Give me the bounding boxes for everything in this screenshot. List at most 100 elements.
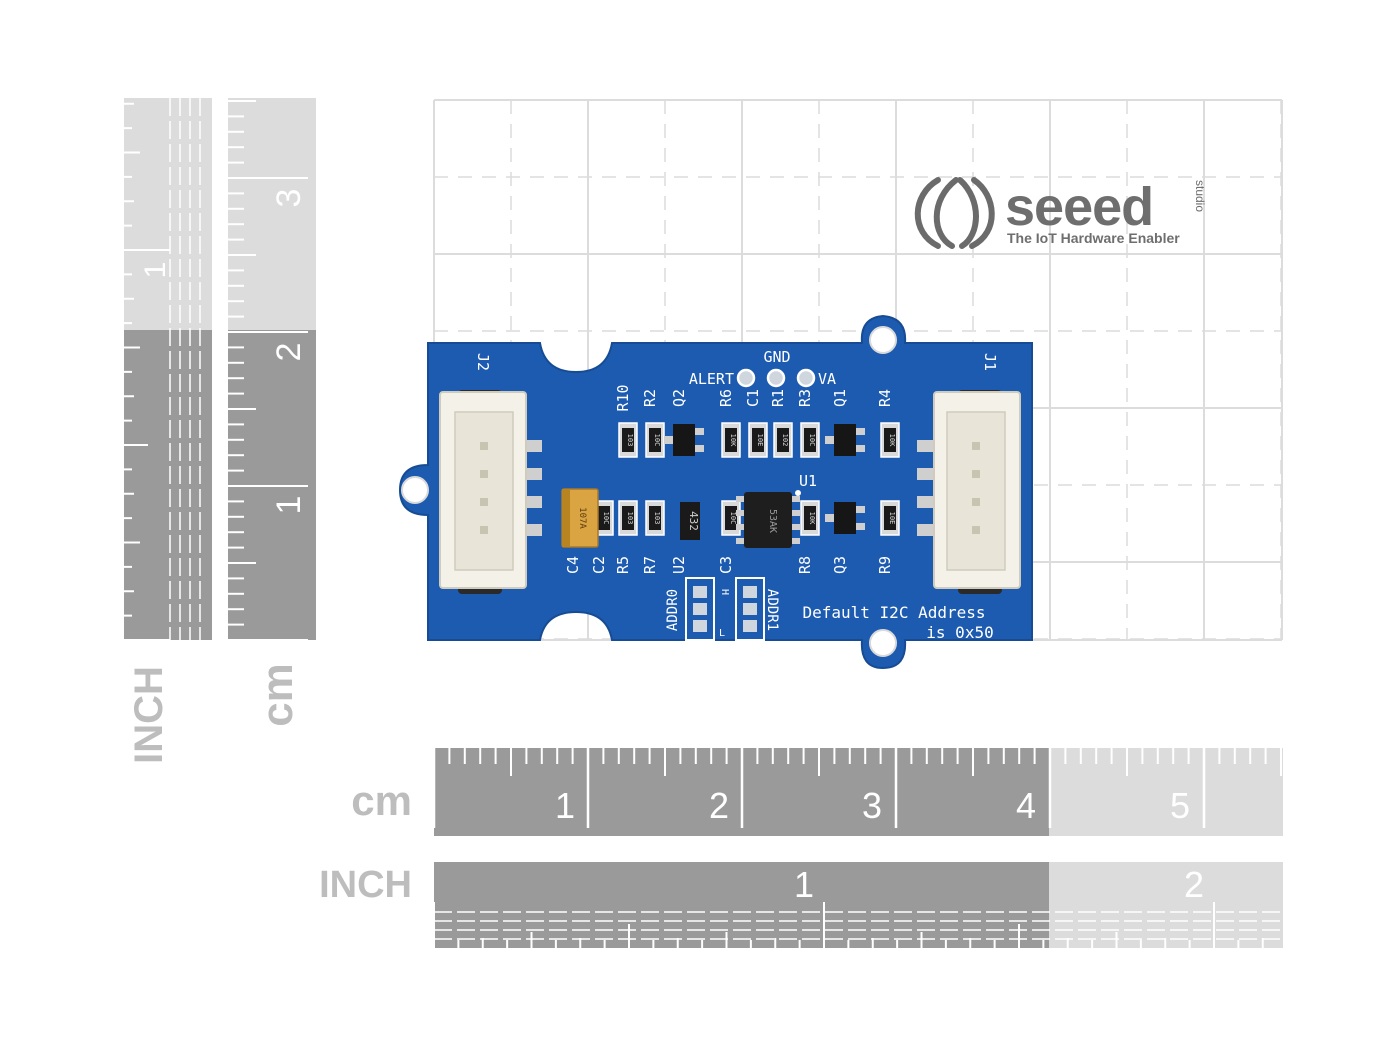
smd-core xyxy=(649,506,661,530)
smd-code: 102 xyxy=(781,434,789,447)
grove-connector-j1 xyxy=(917,390,1021,594)
transistor-pin xyxy=(695,428,704,435)
left-inch-number-1: 1 xyxy=(139,262,172,279)
chip-u2: 432 xyxy=(680,502,700,540)
pad-va xyxy=(796,368,816,388)
left-cm-number-3: 3 xyxy=(270,189,308,208)
transistor-body xyxy=(834,424,856,456)
label-addr0: ADDR0 xyxy=(665,589,681,631)
smd-core xyxy=(804,428,816,452)
smd-resistor: 10C xyxy=(645,422,665,458)
bottom-inch-label: INCH xyxy=(319,864,412,906)
transistor-pin xyxy=(825,436,834,444)
smd-resistor: 103 xyxy=(618,422,638,458)
silkscreen-label-bottom: R5 xyxy=(614,556,632,574)
label-va: VA xyxy=(818,370,836,388)
left-cm-number-2: 2 xyxy=(270,343,308,362)
smd-resistor: 10C xyxy=(721,500,741,536)
cap-code: 107A xyxy=(577,507,587,529)
jumper-addr1 xyxy=(735,577,765,641)
smd-code: 10E xyxy=(888,512,896,525)
label-alert: ALERT xyxy=(689,370,734,388)
transistor-pin xyxy=(695,445,704,452)
label-jumper-h: H xyxy=(719,589,730,595)
u2-code: 432 xyxy=(687,511,700,531)
silkscreen-label-bottom: R8 xyxy=(796,556,814,574)
transistor-body xyxy=(834,502,856,534)
seeed-emblem-icon xyxy=(914,177,995,249)
smd-transistor xyxy=(825,502,865,534)
left-cm-number-1: 1 xyxy=(270,496,308,515)
bottom-inch-ruler: 1 2 xyxy=(433,862,1283,948)
transistor-body xyxy=(673,424,695,456)
bottom-inch-number-2: 2 xyxy=(1184,864,1204,905)
smd-resistor: 10K xyxy=(721,422,741,458)
silkscreen-label-top: Q1 xyxy=(831,389,849,407)
transistor-pin xyxy=(825,514,834,522)
smd-resistor: 10C xyxy=(594,500,614,536)
mount-hole-left xyxy=(401,476,429,504)
label-u1: U1 xyxy=(799,472,817,490)
silkscreen-label-top: Q2 xyxy=(670,389,688,407)
logo-tagline: The IoT Hardware Enabler xyxy=(1007,230,1180,246)
smd-core xyxy=(598,506,610,530)
smd-core xyxy=(649,428,661,452)
smd-core xyxy=(622,428,634,452)
silkscreen-label-bottom: C2 xyxy=(590,556,608,574)
pcb-outline xyxy=(398,314,1033,670)
chip-u1: 53AK xyxy=(736,492,800,548)
smd-resistor: 10K xyxy=(800,500,820,536)
grove-connector-j2 xyxy=(439,390,542,594)
transistor-pin xyxy=(856,523,865,530)
u1-code: 53AK xyxy=(767,509,778,533)
label-addr1: ADDR1 xyxy=(764,589,780,631)
smd-transistor xyxy=(664,424,704,456)
pad-gnd xyxy=(766,368,786,388)
left-cm-label: cm xyxy=(253,663,302,727)
silkscreen-label-bottom: R7 xyxy=(641,556,659,574)
logo-name: seeed xyxy=(1005,177,1153,237)
transistor-pin xyxy=(856,428,865,435)
logo-small: studio xyxy=(1193,180,1207,212)
silkscreen-label-bottom: U2 xyxy=(670,556,688,574)
left-inch-ruler: 1 xyxy=(124,98,212,641)
bottom-cm-number-3: 3 xyxy=(862,785,882,826)
bottom-cm-number-2: 2 xyxy=(709,785,729,826)
jumper-addr0 xyxy=(685,577,715,641)
smd-resistor: 103 xyxy=(645,500,665,536)
bottom-cm-number-1: 1 xyxy=(555,785,575,826)
label-j2: J2 xyxy=(474,353,492,371)
smd-core xyxy=(752,428,764,452)
smd-code: 103 xyxy=(626,434,634,447)
smd-code: 103 xyxy=(626,512,634,525)
smd-resistor: 10E xyxy=(880,500,900,536)
bottom-cm-ruler: 1 2 3 4 5 xyxy=(432,748,1283,836)
silkscreen-label-top: R4 xyxy=(876,389,894,407)
silkscreen-label-bottom: C3 xyxy=(717,556,735,574)
smd-code: 103 xyxy=(653,512,661,525)
transistor-pin xyxy=(856,445,865,452)
smd-code: 10K xyxy=(729,434,737,447)
smd-resistor: 102 xyxy=(773,422,793,458)
smd-code: 10E xyxy=(756,434,764,447)
seeed-logo: seeed studio The IoT Hardware Enabler xyxy=(914,177,1207,249)
u1-pin1-dot xyxy=(795,490,801,496)
bottom-cm-label: cm xyxy=(351,777,412,824)
mount-hole-top xyxy=(869,326,897,354)
smd-core xyxy=(804,506,816,530)
smd-core xyxy=(884,506,896,530)
smd-code: 10C xyxy=(808,434,816,447)
smd-core xyxy=(725,428,737,452)
bottom-inch-number-1: 1 xyxy=(794,864,814,905)
smd-core xyxy=(725,506,737,530)
bottom-cm-number-5: 5 xyxy=(1170,785,1190,826)
smd-code: 10C xyxy=(602,512,610,525)
tantalum-capacitor-c4: 107A xyxy=(561,488,599,548)
smd-transistor xyxy=(825,424,865,456)
silkscreen-label-bottom: R9 xyxy=(876,556,894,574)
label-jumper-l: L xyxy=(719,628,725,639)
smd-code: 10K xyxy=(888,434,896,447)
label-gnd: GND xyxy=(763,348,790,366)
silkscreen-label-top: R2 xyxy=(641,389,659,407)
